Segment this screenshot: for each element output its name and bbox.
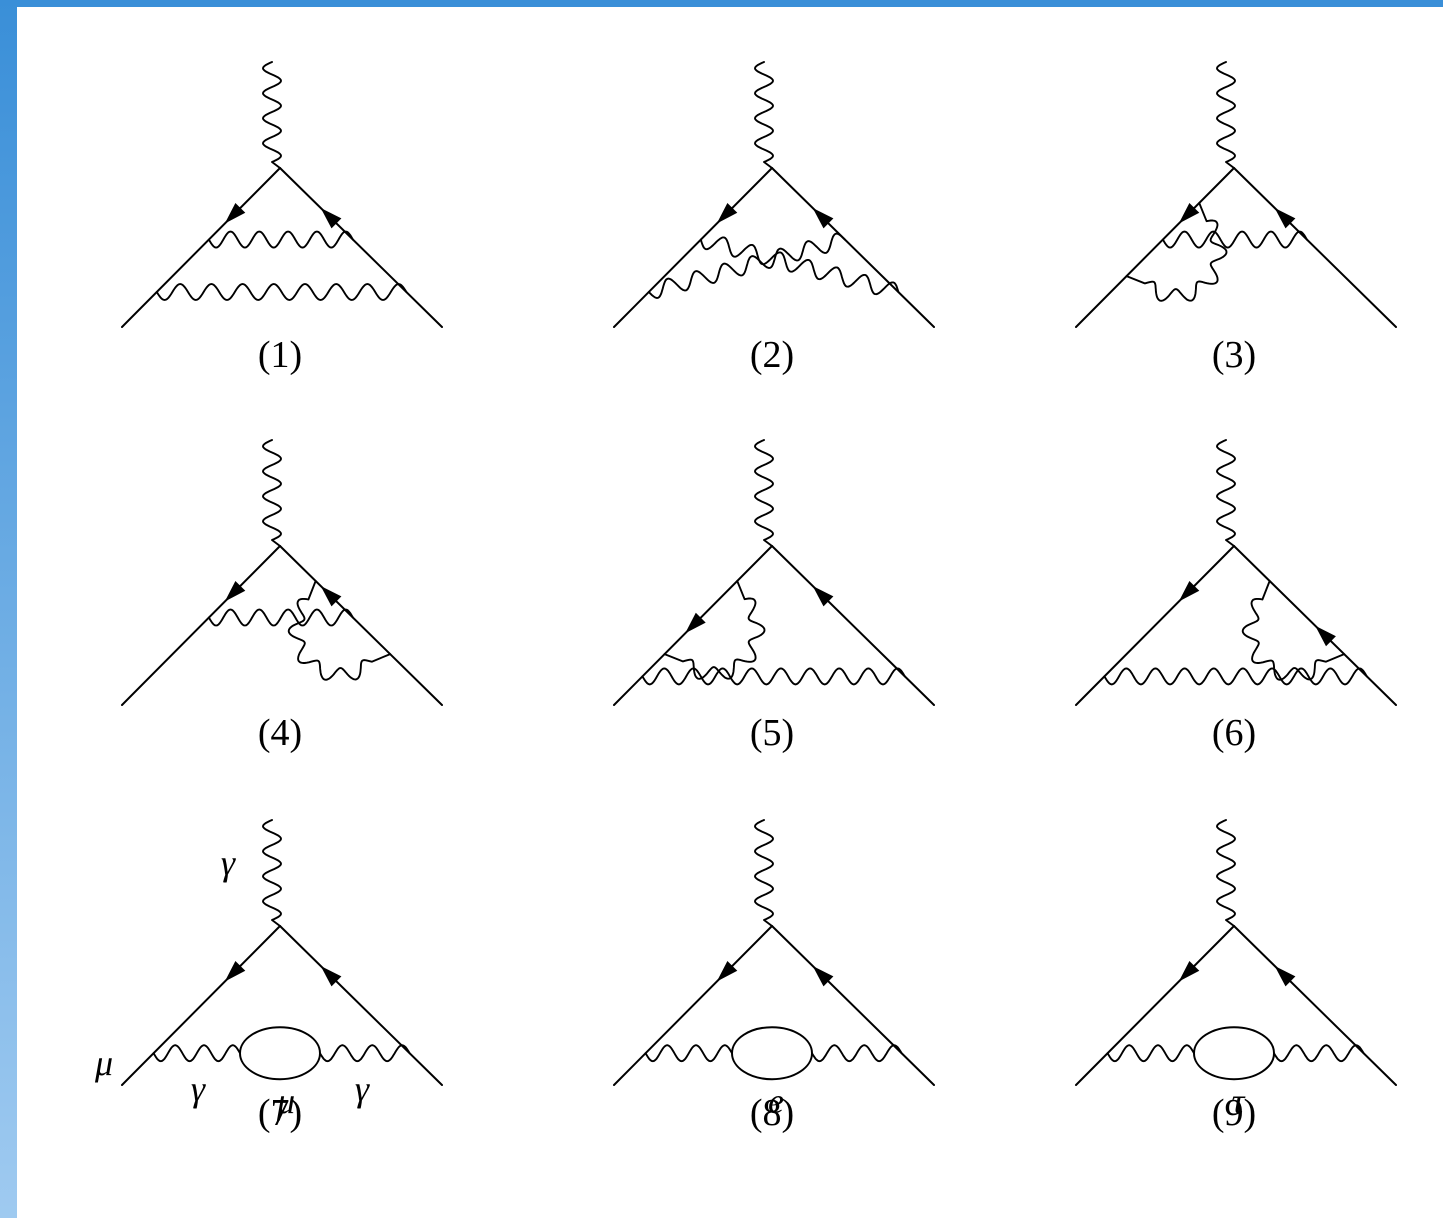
label-external-fermion: μ <box>94 1043 113 1083</box>
diagram-caption: (1) <box>258 334 302 376</box>
diagram-7: γ μ γ μ γ (7) <box>94 819 443 1134</box>
diagram-caption: (9) <box>1212 1092 1256 1134</box>
fermion-line-right <box>1233 925 1397 1086</box>
fermion-line-right <box>279 167 443 328</box>
fermion-line-right <box>1233 167 1397 328</box>
fermion-line-right <box>279 925 443 1086</box>
diagram-1: (1) <box>121 61 443 376</box>
fermion-line-left <box>1075 167 1235 328</box>
fermion-arrow-left <box>224 961 246 982</box>
diagram-8: e(8) <box>613 819 935 1134</box>
self-energy-photon <box>287 580 392 681</box>
fermion-loop <box>731 1026 813 1081</box>
fermion-arrow-right <box>320 208 342 229</box>
fermion-line-left <box>121 545 281 706</box>
fermion-arrow-left <box>224 203 246 224</box>
external-photon-line <box>1216 439 1236 547</box>
internal-photon-crossed-a <box>699 236 900 296</box>
self-energy-photon <box>1125 202 1228 302</box>
fermion-line-right <box>279 545 443 706</box>
internal-photon-crossed-b <box>647 232 846 299</box>
external-photon-line <box>754 61 774 169</box>
label-loop-particle: e <box>768 1081 784 1121</box>
internal-photon <box>641 667 906 686</box>
diagram-caption: (5) <box>750 712 794 754</box>
fermion-arrow-left <box>1178 961 1200 982</box>
fermion-arrow-left <box>716 203 738 224</box>
fermion-loop <box>239 1026 321 1081</box>
fermion-arrow-left <box>224 581 246 602</box>
fermion-arrow-right <box>1274 208 1296 229</box>
fermion-arrow-right <box>1315 625 1336 647</box>
self-energy-photon <box>1241 580 1346 681</box>
diagram-caption: (8) <box>750 1092 794 1134</box>
external-photon-line <box>262 819 282 927</box>
external-photon-line <box>754 819 774 927</box>
internal-photon <box>1103 667 1368 686</box>
internal-photon-left <box>152 1044 241 1063</box>
internal-photon <box>207 608 354 627</box>
fermion-loop <box>1193 1026 1275 1081</box>
external-photon-line <box>262 61 282 169</box>
fermion-line-left <box>1075 925 1235 1086</box>
frame-left-border <box>0 0 17 1218</box>
fermion-line-left <box>1075 545 1235 706</box>
fermion-arrow-left <box>1178 581 1200 602</box>
diagram-9: τ(9) <box>1075 819 1397 1134</box>
external-photon-line <box>754 439 774 547</box>
external-photon-line <box>1216 61 1236 169</box>
fermion-arrow-right <box>812 208 834 229</box>
fermion-line-right <box>771 545 935 706</box>
diagram-5: (5) <box>613 439 935 754</box>
internal-photon <box>1161 230 1308 249</box>
label-internal-photon-right: γ <box>355 1069 370 1109</box>
fermion-arrow-right <box>320 586 342 607</box>
fermion-line-left <box>613 925 773 1086</box>
diagram-4: (4) <box>121 439 443 754</box>
label-loop-particle: μ <box>276 1081 295 1121</box>
label-external-photon: γ <box>221 843 236 883</box>
diagram-caption: (7) <box>258 1092 302 1134</box>
fermion-line-left <box>121 925 281 1086</box>
diagram-caption: (3) <box>1212 334 1256 376</box>
label-loop-particle: τ <box>1232 1081 1246 1121</box>
diagram-2: (2) <box>613 61 935 376</box>
fermion-arrow-left <box>685 612 706 634</box>
fermion-line-right <box>771 925 935 1086</box>
fermion-line-right <box>1233 545 1397 706</box>
external-photon-line <box>262 439 282 547</box>
fermion-arrow-left <box>716 961 738 982</box>
fermion-arrow-right <box>1274 966 1296 987</box>
fermion-arrow-right <box>812 586 834 607</box>
fermion-line-right <box>771 167 935 328</box>
fermion-arrow-left <box>1178 203 1200 224</box>
diagram-caption: (2) <box>750 334 794 376</box>
diagram-6: (6) <box>1075 439 1397 754</box>
fermion-line-left <box>121 167 281 328</box>
diagram-3: (3) <box>1075 61 1397 376</box>
fermion-arrow-right <box>320 966 342 987</box>
frame-top-border <box>0 0 1443 7</box>
fermion-arrow-right <box>812 966 834 987</box>
internal-photon-inner <box>207 230 354 249</box>
internal-photon-right <box>1273 1044 1365 1063</box>
internal-photon-right <box>811 1044 903 1063</box>
internal-photon-left <box>644 1044 733 1063</box>
internal-photon-outer <box>155 283 408 301</box>
internal-photon-left <box>1106 1044 1195 1063</box>
fermion-line-left <box>613 167 773 328</box>
self-energy-photon <box>663 580 766 680</box>
internal-photon-right <box>319 1044 411 1063</box>
diagram-caption: (4) <box>258 712 302 754</box>
diagram-caption: (6) <box>1212 712 1256 754</box>
label-internal-photon-left: γ <box>191 1069 206 1109</box>
external-photon-line <box>1216 819 1236 927</box>
